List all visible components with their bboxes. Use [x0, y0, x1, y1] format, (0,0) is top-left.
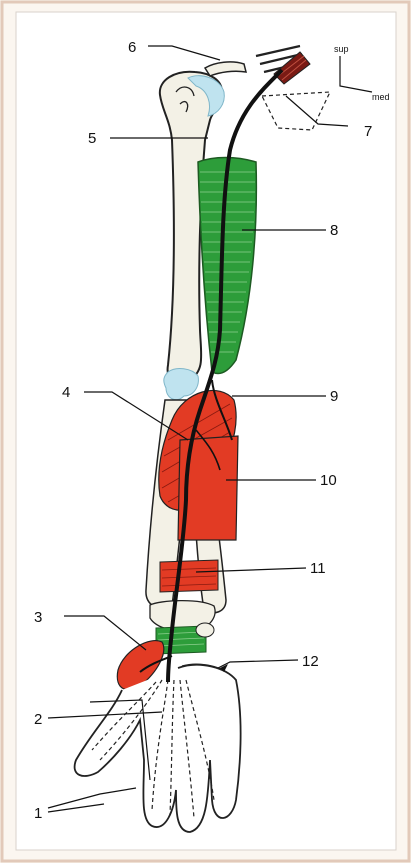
label-6: 6 — [128, 39, 136, 56]
label-11: 11 — [310, 560, 326, 577]
orientation-med-label: med — [372, 92, 390, 102]
orientation-sup-label: sup — [334, 44, 349, 54]
pisiform-bone — [196, 623, 214, 637]
label-2: 2 — [34, 711, 42, 728]
label-5: 5 — [88, 130, 96, 147]
label-1: 1 — [34, 805, 42, 822]
label-10: 10 — [320, 472, 337, 489]
label-7: 7 — [364, 123, 372, 140]
label-8: 8 — [330, 222, 338, 239]
label-4: 4 — [62, 384, 70, 401]
label-9: 9 — [330, 388, 338, 405]
label-12: 12 — [302, 653, 319, 670]
label-3: 3 — [34, 609, 42, 626]
